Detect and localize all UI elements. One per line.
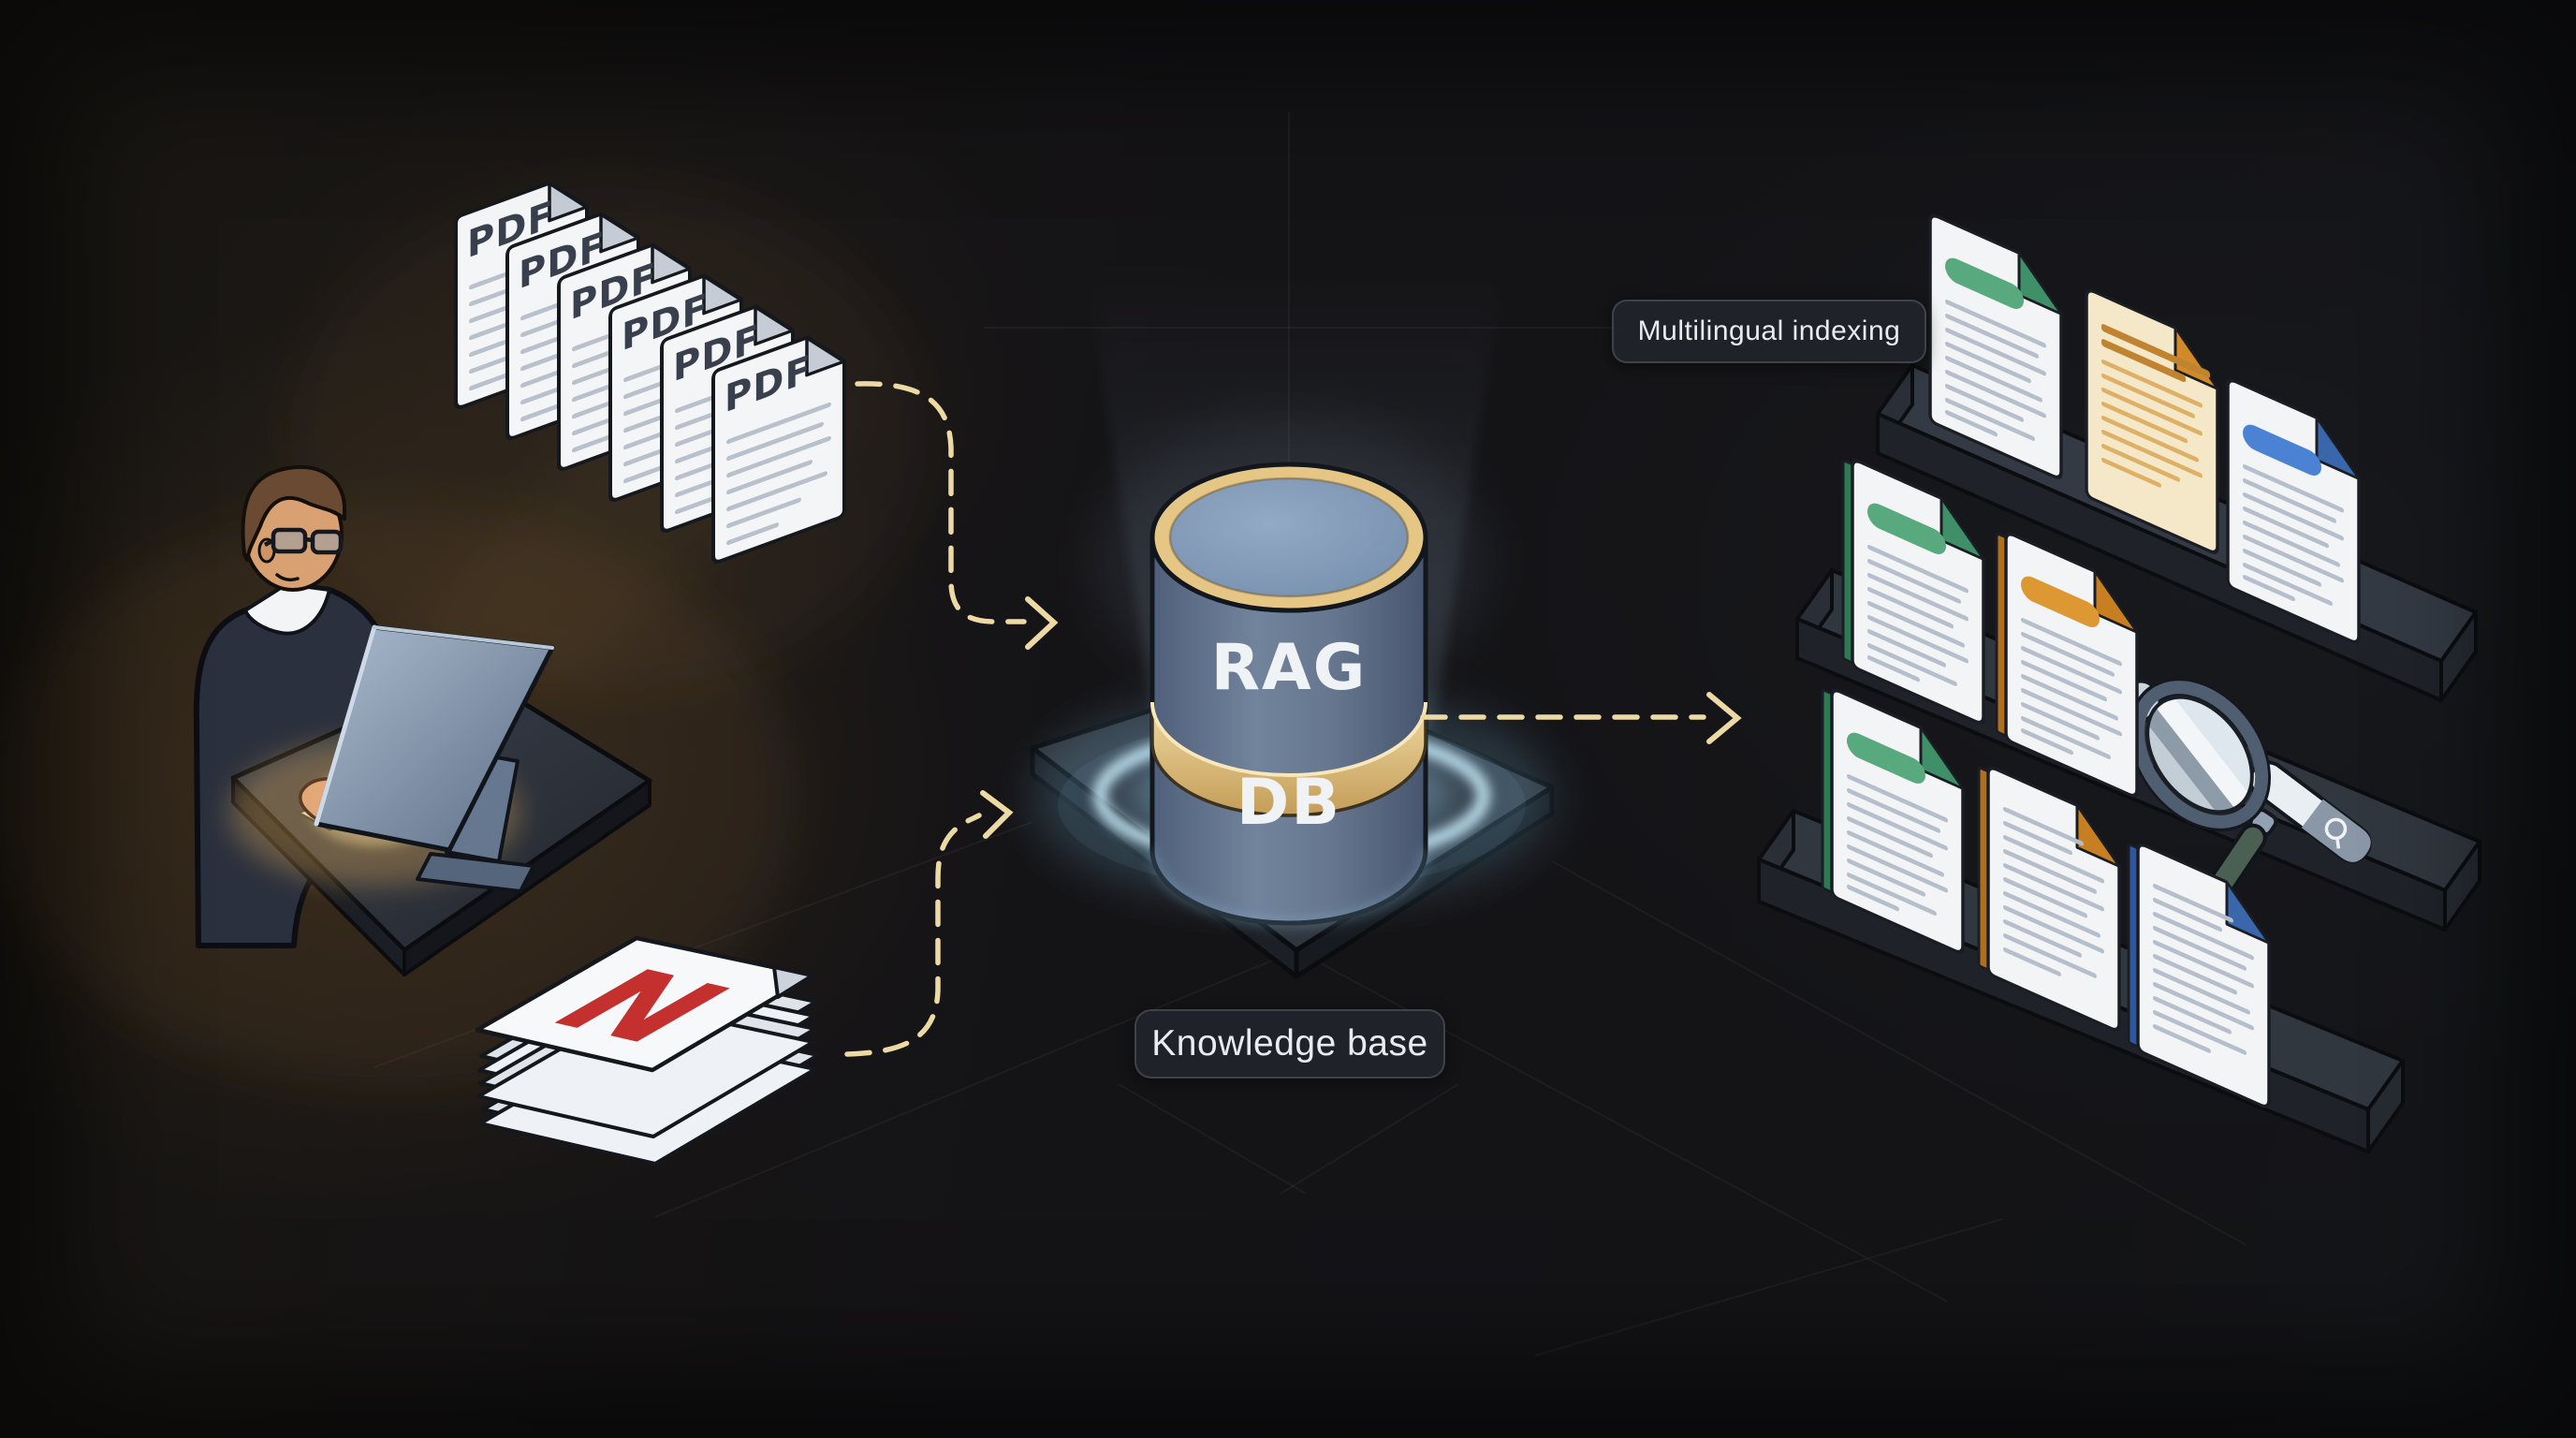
document-green-1	[1928, 212, 2063, 482]
rag-database: RAG DB	[1030, 257, 1555, 979]
report-fold	[772, 965, 814, 999]
document-blue-3	[2226, 376, 2361, 647]
document-blue-8	[2127, 841, 2271, 1111]
flow-arrows	[844, 381, 1742, 1057]
search-icon	[2324, 817, 2348, 849]
multilingual-indexing-text: Multilingual indexing	[1637, 315, 1901, 346]
glasses-icon	[263, 527, 344, 555]
document-orange-7	[1977, 764, 2121, 1034]
database-cylinder: RAG DB	[1092, 421, 1486, 927]
db-label-rag: RAG	[1211, 631, 1368, 705]
knowledge-base-text: Knowledge base	[1151, 1023, 1428, 1064]
pdf-stack: PDF PDF PDF PDF PDF PDF	[456, 169, 844, 564]
workstation	[229, 624, 652, 976]
document-green-4	[1841, 457, 1985, 727]
label-multilingual-indexing: Multilingual indexing	[1612, 300, 1926, 363]
report-stack: N	[475, 935, 820, 1166]
monitor	[314, 624, 555, 853]
person-smile	[275, 573, 300, 582]
magnifier-lens	[2126, 677, 2274, 832]
label-knowledge-base: Knowledge base	[1134, 1009, 1445, 1078]
db-label-db: DB	[1237, 766, 1341, 840]
person-hair	[241, 464, 346, 562]
arrow-db-to-shelves	[1420, 692, 1742, 744]
person-collar	[243, 582, 331, 636]
search-bar	[2248, 760, 2372, 863]
index-shelves	[1757, 212, 2481, 1153]
document-green-6	[1821, 686, 1965, 957]
arrow-pdf-to-db	[855, 381, 1059, 650]
arrow-reports-to-db	[844, 790, 1014, 1057]
document-orange-5	[1995, 530, 2139, 800]
